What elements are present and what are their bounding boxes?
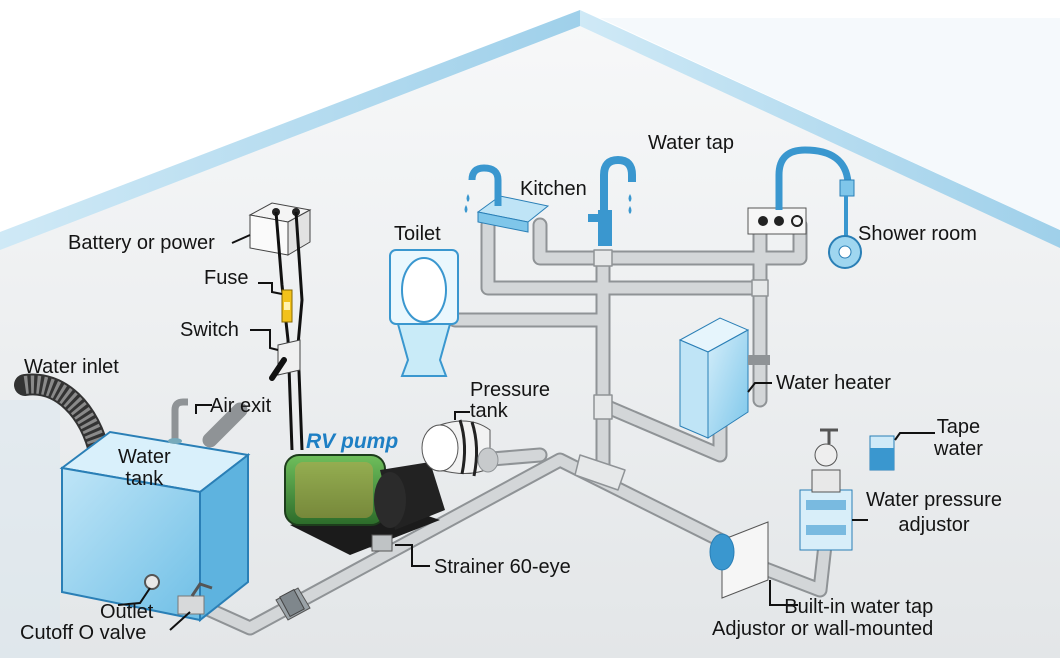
label-water-heater: Water heater (776, 372, 891, 394)
shower (747, 146, 862, 269)
water-heater (678, 317, 770, 439)
label-water-inlet: Water inlet (24, 356, 119, 378)
label-toilet: Toilet (394, 223, 441, 245)
label-pressure-tank: Pressure tank (470, 379, 551, 422)
inline-filter (275, 587, 311, 621)
label-tape-water: Tape water (934, 416, 983, 460)
inlet-hose (14, 373, 111, 466)
label-battery-or-power: Battery or power (68, 232, 215, 254)
label-fuse: Fuse (204, 267, 249, 289)
label-switch: Switch (180, 319, 239, 341)
water-tap-shape (588, 155, 636, 246)
label-water-tank: Water tank (118, 446, 171, 490)
label-strainer: Strainer 60-eye (434, 556, 571, 578)
pressure-tank-shape (421, 419, 499, 477)
leader-lines (117, 234, 935, 631)
toilet (389, 249, 459, 377)
label-kitchen: Kitchen (520, 178, 587, 200)
roof-right-edge (580, 10, 1060, 248)
cutoff-valve (177, 582, 213, 615)
tape-water-glass (869, 435, 895, 471)
kitchen-tap (464, 164, 550, 233)
label-shower-room: Shower room (858, 223, 977, 245)
label-cutoff-valve: Cutoff O valve (20, 622, 147, 644)
built-in-tap (709, 521, 769, 599)
roof-left-edge (0, 10, 580, 250)
label-outlet: Outlet (100, 601, 154, 623)
label-built-in-water-tap: Built-in water tap Adjustor or wall-moun… (712, 596, 934, 640)
switch (269, 339, 301, 381)
fuse (281, 289, 293, 323)
water-pressure-adjustor-shape (799, 428, 853, 551)
rv-pump (284, 454, 445, 555)
label-rv-pump: RV pump (306, 430, 399, 453)
label-air-exit: Air exit (210, 395, 272, 417)
water-tank (59, 398, 251, 623)
label-water-tap: Water tap (648, 132, 734, 154)
label-water-pressure-adjustor: Water pressure adjustor (866, 489, 1002, 536)
